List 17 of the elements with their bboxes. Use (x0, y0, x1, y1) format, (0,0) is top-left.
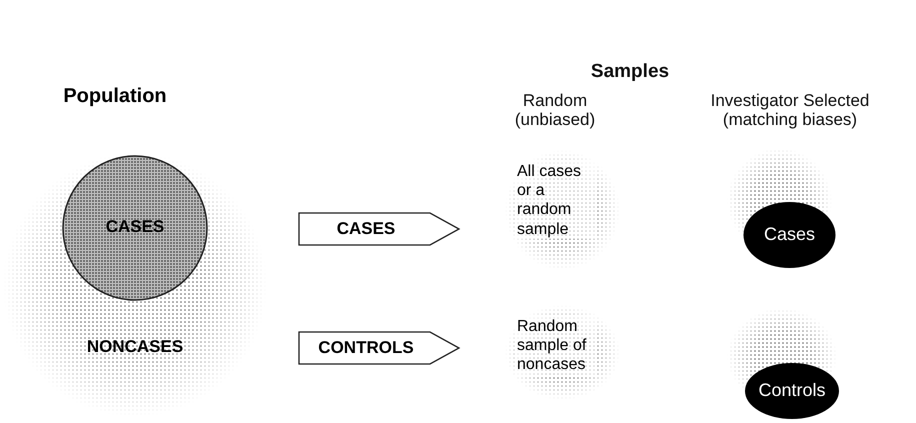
description-text: Random sample of noncases (517, 317, 597, 375)
tag-label: CASES (336, 219, 396, 239)
tag-label: CONTROLS (317, 338, 415, 358)
stippled-cloud (505, 305, 620, 400)
column-heading: Investigator Selected (matching biases) (710, 92, 870, 130)
shaded-circle (62, 155, 208, 301)
group-label: NONCASES (86, 337, 184, 357)
ellipse-label: Cases (762, 224, 816, 245)
arrow-tag (298, 212, 460, 246)
ellipse-label: Controls (757, 380, 827, 401)
description-text: All cases or a random sample (517, 162, 597, 239)
column-heading: Random (unbiased) (514, 92, 596, 130)
stippled-cloud (505, 150, 620, 270)
group-label: CASES (104, 217, 166, 237)
arrow-tag (298, 331, 460, 365)
heading: Population (62, 85, 168, 108)
section-heading: Samples (590, 62, 670, 83)
